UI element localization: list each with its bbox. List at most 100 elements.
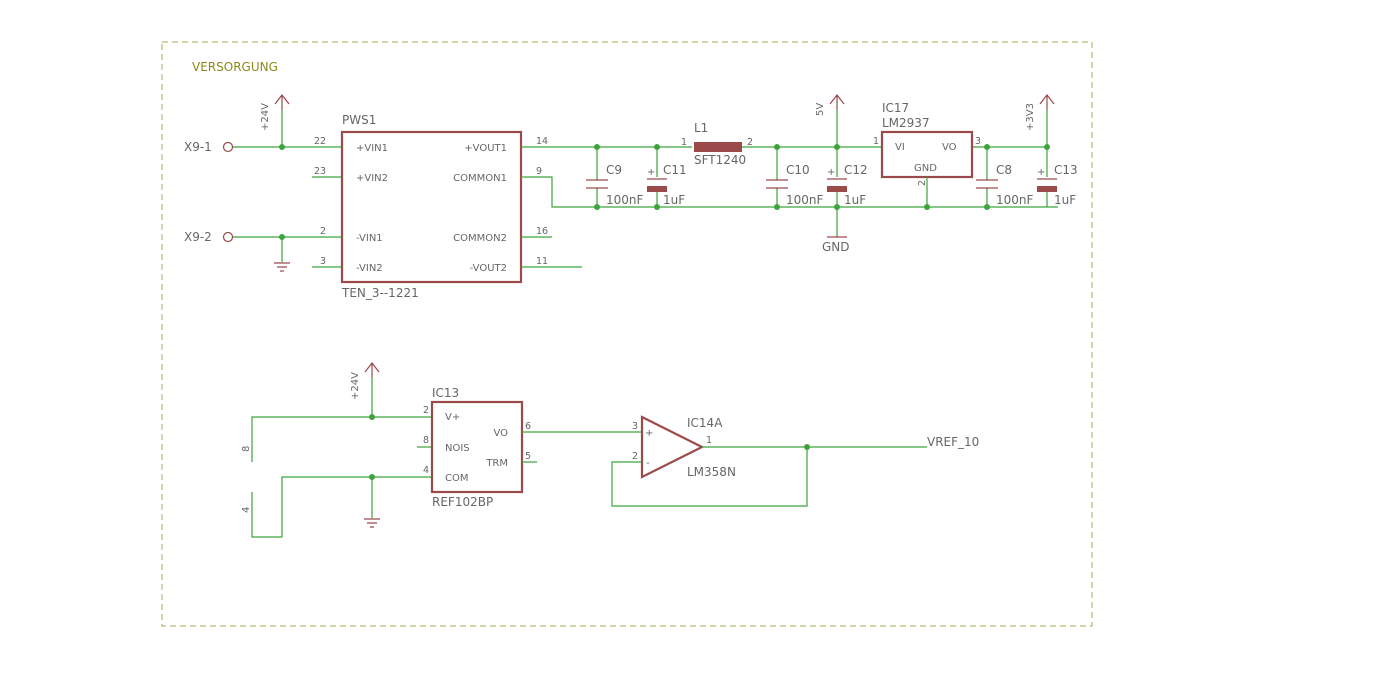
capacitor-c13: + C13 1uF xyxy=(1037,110,1078,207)
supply-24v-symbol: +24V xyxy=(260,94,290,131)
pin-label: -VIN2 xyxy=(356,263,383,274)
c8-name: C8 xyxy=(996,163,1012,177)
polarity-plus-icon: + xyxy=(647,167,655,178)
pin-label: COMMON1 xyxy=(453,173,507,184)
pin-number: 2 xyxy=(632,451,638,462)
junction xyxy=(654,204,660,210)
junction xyxy=(594,204,600,210)
supply-3v3-label: +3V3 xyxy=(1025,103,1036,131)
pin-label: VO xyxy=(493,428,508,439)
c12-value: 1uF xyxy=(844,193,866,207)
supply-24v-symbol-2: +24V xyxy=(350,362,380,400)
pin-number: 4 xyxy=(423,465,429,476)
ic13-value: REF102BP xyxy=(432,495,493,509)
capacitor-c11: + C11 1uF xyxy=(647,147,687,207)
net-vref-label: VREF_10 xyxy=(927,435,979,449)
c10-value: 100nF xyxy=(786,193,824,207)
wire-common-rail xyxy=(521,176,1058,208)
pin-label: -VIN1 xyxy=(356,233,383,244)
pin-label: NOIS xyxy=(445,443,470,454)
pin-label: -VOUT2 xyxy=(470,263,507,274)
ic17-name: IC17 xyxy=(882,101,909,115)
connector-x9-2-label: X9-2 xyxy=(184,230,212,244)
gnd-icon: GND xyxy=(822,236,850,254)
c13-name: C13 xyxy=(1054,163,1078,177)
pin-number: 9 xyxy=(536,166,542,177)
pin-number: 2 xyxy=(423,405,429,416)
connector-x9-1-label: X9-1 xyxy=(184,140,212,154)
polarity-plus-icon: + xyxy=(1037,167,1045,178)
sheet-frame xyxy=(161,41,1093,627)
pin-number: 8 xyxy=(423,435,429,446)
junction xyxy=(369,474,375,480)
c11-value: 1uF xyxy=(663,193,685,207)
junction xyxy=(279,234,285,240)
c12-name: C12 xyxy=(844,163,868,177)
gnd-icon xyxy=(274,262,290,272)
junction xyxy=(834,204,840,210)
junction xyxy=(804,444,810,450)
pin-label: GND xyxy=(914,163,937,174)
pin-label: COM xyxy=(445,473,468,484)
junction xyxy=(984,144,990,150)
ic14a-value: LM358N xyxy=(687,465,736,479)
opamp-plus-label: + xyxy=(645,428,653,439)
pin-label: +VOUT1 xyxy=(464,143,507,154)
junction xyxy=(654,144,660,150)
ic14a-name: IC14A xyxy=(687,416,723,430)
ic17-value: LM2937 xyxy=(882,116,930,130)
capacitor-c9: C9 100nF xyxy=(586,147,644,207)
capacitor-c12: + C12 1uF xyxy=(827,110,868,237)
pin-label: V+ xyxy=(445,412,460,423)
junction xyxy=(984,204,990,210)
c9-name: C9 xyxy=(606,163,622,177)
pin-number: 2 xyxy=(320,226,326,237)
l1-inductor: L1 SFT1240 1 2 xyxy=(681,121,753,167)
l1-value: SFT1240 xyxy=(694,153,746,167)
pws1-value: TEN_3--1221 xyxy=(341,286,419,300)
polarity-plus-icon: + xyxy=(827,167,835,178)
pin-number: 22 xyxy=(314,136,326,147)
junction xyxy=(594,144,600,150)
junction xyxy=(834,144,840,150)
pin-label: VI xyxy=(895,142,905,153)
ic14a-opamp: IC14A LM358N + - 3 2 1 xyxy=(632,415,736,479)
pin-number: 6 xyxy=(525,421,531,432)
l1-name: L1 xyxy=(694,121,708,135)
c10-name: C10 xyxy=(786,163,810,177)
pin-number: 3 xyxy=(975,136,981,147)
gnd-icon xyxy=(364,518,380,528)
pin-label: +VIN2 xyxy=(356,173,388,184)
junction xyxy=(279,144,285,150)
c8-value: 100nF xyxy=(996,193,1034,207)
junction xyxy=(1044,144,1050,150)
c9-value: 100nF xyxy=(606,193,644,207)
capacitor-c10: C10 100nF xyxy=(766,147,824,207)
connector-x9-1: X9-1 xyxy=(184,140,234,154)
pin-number: 3 xyxy=(632,421,638,432)
supply-3v3-symbol: +3V3 xyxy=(1025,94,1055,131)
pin-label: VO xyxy=(942,142,957,153)
pin-number: 3 xyxy=(320,256,326,267)
supply-5v-symbol: 5V xyxy=(815,94,845,116)
pin-number: 5 xyxy=(525,451,531,462)
pin-number: 1 xyxy=(873,136,879,147)
pin-label: TRM xyxy=(485,458,508,469)
supply-24v-label: +24V xyxy=(260,103,271,131)
pws1-name: PWS1 xyxy=(342,113,376,127)
pin-number: 1 xyxy=(681,137,687,148)
connector-x9-2: X9-2 xyxy=(184,230,234,244)
c13-value: 1uF xyxy=(1054,193,1076,207)
pin-label: +VIN1 xyxy=(356,143,388,154)
pin-label: COMMON2 xyxy=(453,233,507,244)
c11-name: C11 xyxy=(663,163,687,177)
capacitor-c8: C8 100nF xyxy=(976,147,1034,207)
wire-com xyxy=(251,476,432,538)
pin-number: 11 xyxy=(536,256,548,267)
pin-number: 23 xyxy=(314,166,326,177)
pin-number: 16 xyxy=(536,226,548,237)
frame-label: VERSORGUNG xyxy=(192,60,278,74)
side-label-4: 4 xyxy=(241,507,252,513)
pin-number: 1 xyxy=(706,435,712,446)
